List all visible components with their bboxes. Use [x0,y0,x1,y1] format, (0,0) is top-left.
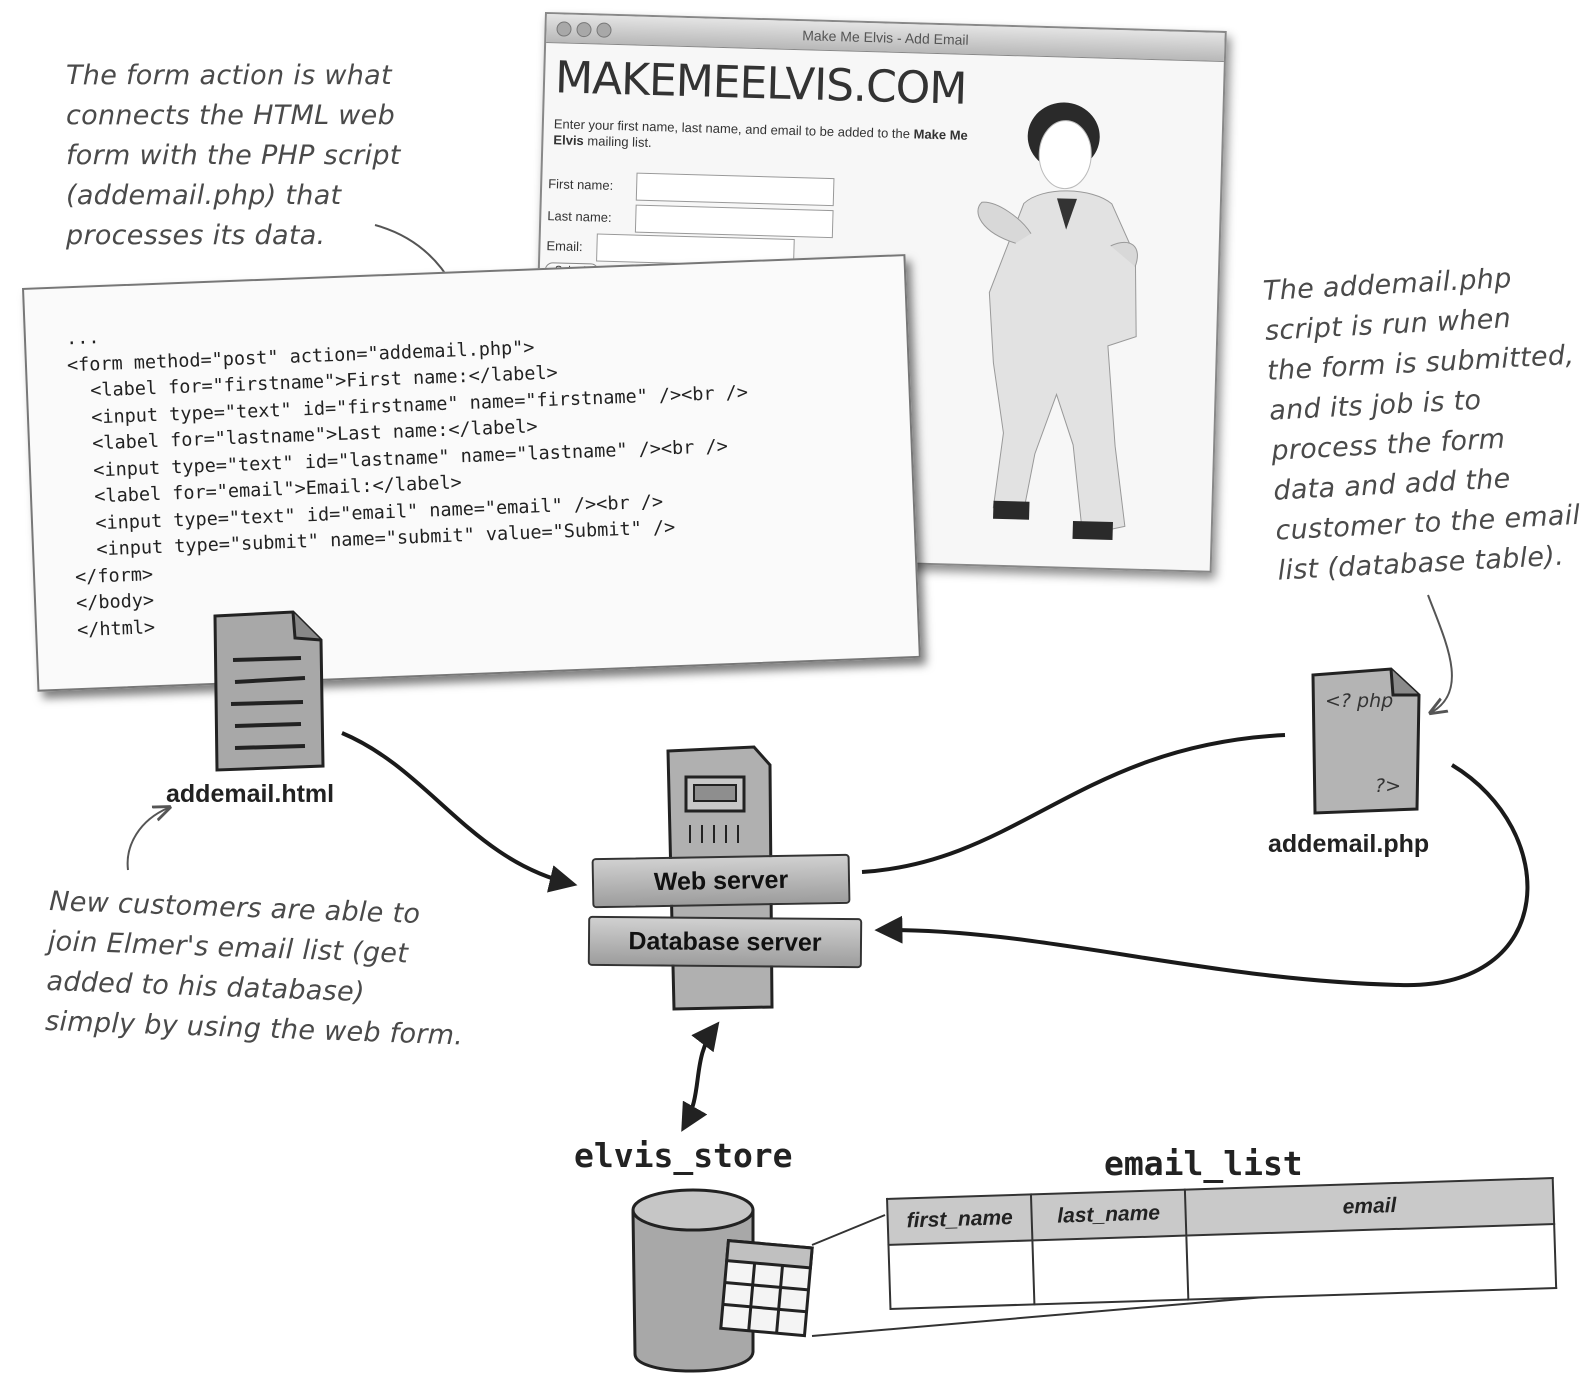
last-name-label: Last name: [547,208,612,225]
last-name-field[interactable] [634,204,834,239]
email-row: Email: [546,233,795,268]
annotation-line: The form action is what [66,60,392,91]
php-open-tag: <? php [1325,690,1394,712]
annotation-line: form with the PHP script [66,140,401,171]
server-to-php-line [861,733,1286,874]
table-callout-top [811,1214,886,1246]
site-logo: MAKEMEELVIS.COM [554,52,967,115]
intro-text: Enter your first name, last name, and em… [553,116,984,160]
table-name: email_list [1104,1144,1303,1183]
html-file-name: addemail.html [166,780,335,808]
html-to-server-arrow [341,731,578,893]
php-file-name: addemail.php [1268,830,1430,858]
table-cell [888,1240,1035,1309]
php-pointer-arrow [1428,594,1453,712]
table-cell [1032,1235,1189,1305]
database-cylinder-icon [631,1188,814,1373]
php-to-db-arrow [874,763,1530,988]
server-db-double-arrow [681,1021,720,1132]
new-customers-pointer-arrow [126,808,168,871]
form-action-annotation: The form action is what connects the HTM… [66,56,401,256]
column-header-last-name: last_name [1030,1189,1187,1241]
database-server-slab: Database server [587,915,863,969]
first-name-field[interactable] [635,172,835,207]
new-customers-annotation: New customers are able to join Elmer's e… [44,882,468,1057]
php-document-icon [1311,667,1421,815]
code-block: ...<form method="post" action="addemail.… [66,300,757,644]
first-name-row: First name: [547,172,835,207]
annotation-line: processes its data. [66,220,326,251]
intro-text-end: mailing list. [583,133,652,151]
email-list-table: first_name last_name email [886,1177,1557,1310]
column-header-first-name: first_name [887,1194,1033,1245]
last-name-row: Last name: [547,204,834,239]
elvis-figure-image [977,102,1138,541]
html-code-listing: ...<form method="post" action="addemail.… [22,254,921,692]
table-cell [1186,1224,1557,1300]
annotation-line: connects the HTML web [66,100,396,131]
first-name-label: First name: [547,176,614,193]
php-close-tag: ?> [1375,775,1402,797]
php-script-annotation: The addemail.php script is run when the … [1262,256,1585,592]
browser-window: Make Me Elvis - Add Email MAKEMEELVIS.CO… [529,12,1227,573]
email-label: Email: [546,238,583,255]
annotation-line: (addemail.php) that [66,180,342,211]
database-name: elvis_store [574,1136,793,1175]
html-document-icon [213,610,325,772]
web-server-slab: Web server [591,853,851,909]
